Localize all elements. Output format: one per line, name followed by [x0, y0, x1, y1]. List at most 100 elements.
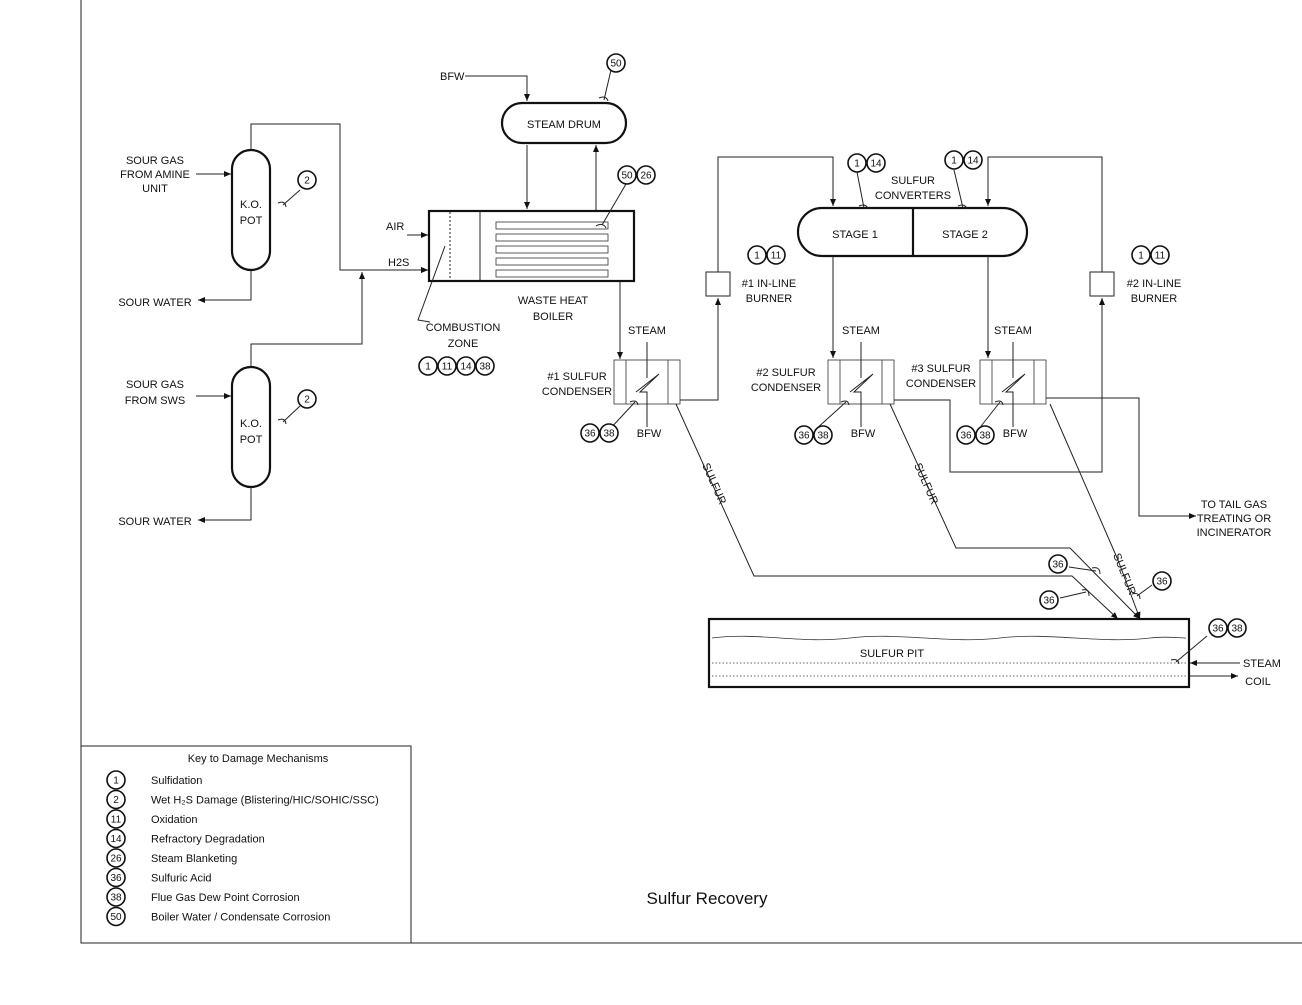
cond3-label-1: #3 SULFUR [911, 363, 970, 375]
damage-bubble: 38 [475, 356, 495, 376]
svg-text:36: 36 [798, 431, 810, 442]
svg-text:14: 14 [967, 156, 979, 167]
damage-bubble: 14 [963, 150, 983, 170]
damage-bubble: 50 [606, 53, 626, 73]
key-item-label: Sulfidation [151, 775, 202, 787]
svg-text:38: 38 [110, 893, 122, 904]
damage-bubble: 11 [1150, 245, 1170, 265]
cond1-bfw-label: BFW [637, 428, 662, 440]
key-bubble: 38 [106, 887, 126, 907]
damage-bubble: 26 [636, 165, 656, 185]
sour-gas-sws-label-2: FROM SWS [125, 395, 186, 407]
sulfur-pit-label: SULFUR PIT [860, 648, 924, 660]
combustion-zone-label-1: COMBUSTION [426, 322, 501, 334]
steam-drum-label: STEAM DRUM [527, 119, 601, 131]
damage-bubble: 14 [866, 153, 886, 173]
marker-pit-inlet-a: 36 [1048, 554, 1068, 574]
svg-text:11: 11 [442, 362, 453, 373]
burner1-label-1: #1 IN-LINE [742, 278, 796, 290]
steam-coil-label-2: COIL [1245, 676, 1271, 688]
svg-text:14: 14 [460, 362, 472, 373]
svg-text:36: 36 [1052, 560, 1064, 571]
sulfur-label-2: SULFUR [911, 461, 940, 506]
svg-text:1: 1 [1138, 251, 1144, 262]
sulfur-condenser-2: STEAM BFW #2 SULFUR CONDENSER [751, 325, 895, 440]
h2s-label: H2S [388, 257, 409, 269]
diagram-title: Sulfur Recovery [647, 889, 768, 908]
marker-converter-stage2: 1 14 [944, 150, 983, 170]
svg-text:36: 36 [1043, 596, 1055, 607]
damage-bubble: 11 [437, 356, 457, 376]
damage-bubble: 36 [794, 425, 814, 445]
tail-gas-label-2: TREATING OR [1197, 513, 1271, 525]
combustion-zone-callout: COMBUSTION ZONE [417, 245, 501, 350]
svg-text:14: 14 [870, 159, 882, 170]
ko-pot-bottom-label-2: POT [240, 434, 263, 446]
key-bubble: 2 [106, 789, 126, 810]
sulfur-converters: SULFUR CONVERTERS STAGE 1 STAGE 2 [796, 175, 1029, 258]
sour-water-top-label: SOUR WATER [118, 297, 191, 309]
damage-bubble: 14 [456, 356, 476, 376]
key-item-label: Steam Blanketing [151, 853, 237, 865]
svg-text:1: 1 [425, 362, 431, 373]
sulfur-condenser-1: STEAM BFW #1 SULFUR CONDENSER [542, 325, 681, 440]
svg-text:26: 26 [110, 854, 122, 865]
damage-bubble: 38 [975, 425, 995, 445]
boiler-tube-bundle [495, 221, 609, 278]
key-item-label: Flue Gas Dew Point Corrosion [151, 892, 300, 904]
key-item: 38 Flue Gas Dew Point Corrosion [106, 887, 300, 907]
marker-pit-inlet-c: 36 [1152, 571, 1172, 591]
ko-pot-top-label-1: K.O. [240, 199, 262, 211]
svg-text:50: 50 [610, 59, 622, 70]
sour-water-bottom: SOUR WATER [118, 487, 252, 528]
damage-bubble: 50 [617, 165, 637, 185]
damage-bubble: 36 [580, 423, 600, 443]
tail-gas-outlet: TO TAIL GAS TREATING OR INCINERATOR [1197, 499, 1272, 539]
key-item: 1 Sulfidation [106, 770, 202, 790]
ko-pot-top: K.O. POT [230, 148, 272, 272]
inline-burner-2: #2 IN-LINE BURNER [1089, 271, 1181, 305]
svg-text:2: 2 [304, 395, 310, 406]
svg-text:1: 1 [951, 156, 957, 167]
damage-bubble: 2 [297, 389, 317, 409]
damage-bubble: 36 [1039, 590, 1059, 610]
damage-bubble: 36 [1152, 571, 1172, 591]
key-item-label: Sulfuric Acid [151, 873, 212, 885]
ko-pot-top-label-2: POT [240, 215, 263, 227]
svg-text:26: 26 [640, 171, 652, 182]
stage1-label: STAGE 1 [832, 229, 878, 241]
boiler-label-1: WASTE HEAT [518, 295, 589, 307]
sour-gas-amine-label-1: SOUR GAS [126, 155, 184, 167]
sour-gas-sws-feed: SOUR GAS FROM SWS [125, 379, 231, 407]
sulfur-label-3: SULFUR [1110, 552, 1138, 597]
cond3-bfw-label: BFW [1003, 428, 1028, 440]
svg-text:36: 36 [1156, 577, 1168, 588]
steam-coil: STEAM COIL [1190, 658, 1281, 688]
svg-text:2: 2 [113, 795, 119, 806]
svg-text:50: 50 [621, 171, 633, 182]
svg-text:36: 36 [960, 431, 972, 442]
key-bubble: 36 [106, 867, 126, 888]
key-item-label: Oxidation [151, 814, 197, 826]
sour-gas-header [250, 123, 428, 367]
svg-text:36: 36 [110, 873, 122, 884]
svg-text:38: 38 [479, 362, 491, 373]
svg-text:1: 1 [113, 776, 119, 787]
air-label: AIR [386, 221, 404, 233]
svg-text:50: 50 [110, 912, 122, 923]
svg-text:2: 2 [304, 176, 310, 187]
damage-bubble: 1 [418, 356, 438, 376]
key-item-label: Boiler Water / Condensate Corrosion [151, 912, 330, 924]
svg-text:38: 38 [817, 431, 829, 442]
sulfur-condenser-3: STEAM BFW #3 SULFUR CONDENSER [906, 325, 1047, 440]
inline-burner-1: #1 IN-LINE BURNER [705, 271, 796, 305]
svg-text:11: 11 [111, 815, 122, 826]
svg-text:36: 36 [1212, 624, 1224, 635]
